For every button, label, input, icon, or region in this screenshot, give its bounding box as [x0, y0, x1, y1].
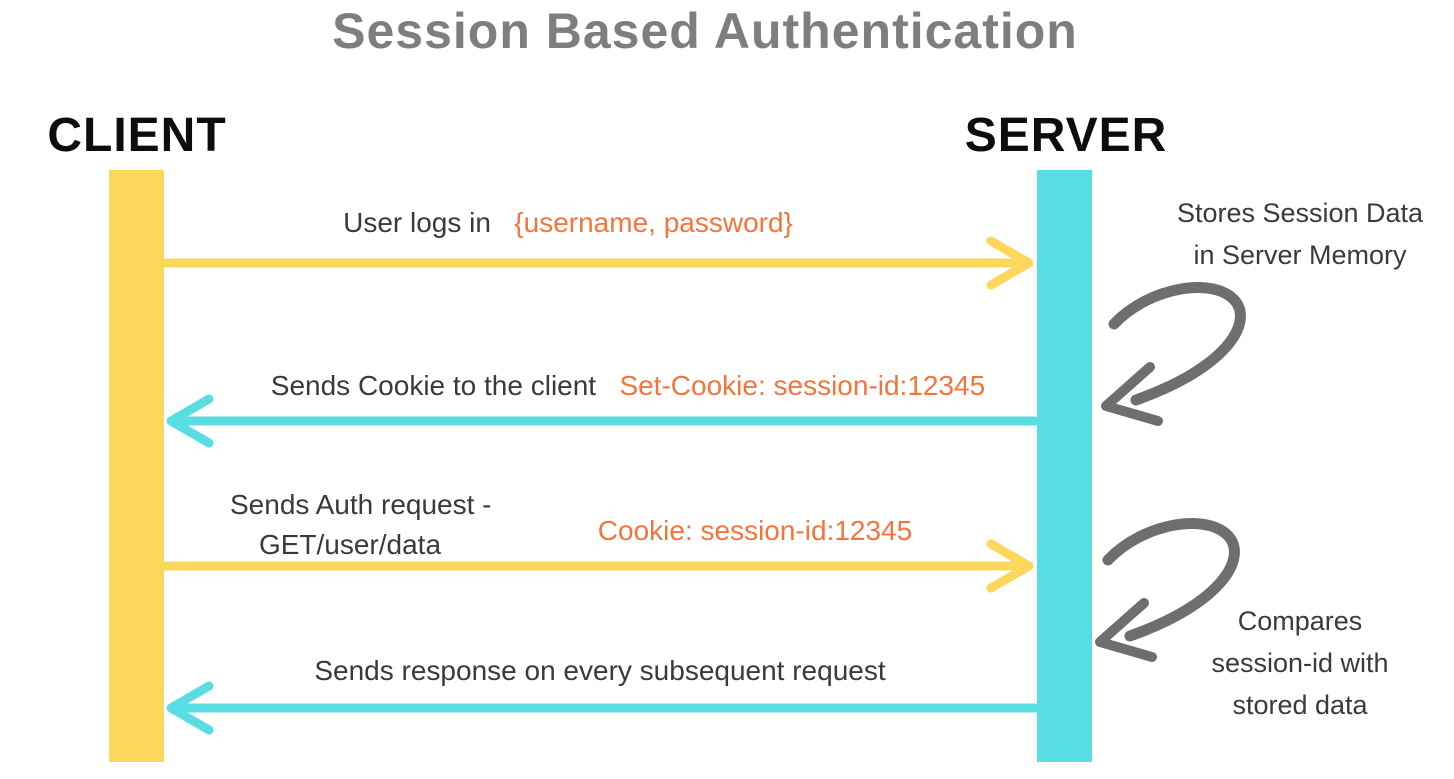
client-lifeline-bar: [109, 170, 164, 762]
message-3-arrow-right-icon: [163, 538, 1037, 594]
diagram-title: Session Based Authentication: [332, 3, 1078, 59]
message-2-text: Sends Cookie to the client: [270, 370, 597, 401]
note-stores-session-data: Stores Session Data in Server Memory: [1140, 192, 1454, 276]
server-lifeline-bar: [1037, 170, 1092, 762]
message-3-text-line2: GET/user/data: [258, 529, 442, 560]
message-2-code: Set-Cookie: session-id:12345: [619, 370, 986, 401]
message-3-code-label: Cookie: session-id:12345: [540, 515, 970, 547]
server-actor-label: SERVER: [964, 109, 1168, 162]
curved-arrow-icon: [1082, 508, 1252, 668]
note-2-line1: Compares: [1237, 606, 1363, 636]
message-2-arrow-left-icon: [163, 393, 1037, 449]
message-4-arrow-left-icon: [163, 680, 1037, 736]
message-3-label: Sends Auth request - GET/user/data: [230, 485, 492, 565]
note-1-line1: Stores Session Data: [1176, 198, 1424, 228]
message-1-label: User logs in {username, password}: [163, 207, 973, 239]
curved-arrow-icon: [1088, 272, 1258, 432]
message-1-arrow-right-icon: [163, 235, 1037, 291]
note-compares-session-id: Compares session-id with stored data: [1155, 600, 1445, 726]
message-4-label: Sends response on every subsequent reque…: [163, 655, 1037, 687]
message-3-text-line1: Sends Auth request -: [230, 489, 492, 520]
note-1-line2: in Server Memory: [1193, 240, 1407, 270]
message-1-text: User logs in: [343, 207, 491, 238]
note-2-line2: session-id with: [1211, 648, 1389, 678]
message-4-text: Sends response on every subsequent reque…: [314, 655, 886, 686]
message-1-code: {username, password}: [514, 207, 793, 238]
message-3-code: Cookie: session-id:12345: [597, 515, 913, 546]
message-2-label: Sends Cookie to the client Set-Cookie: s…: [163, 370, 1093, 402]
client-actor-label: CLIENT: [47, 109, 227, 162]
note-2-line3: stored data: [1232, 690, 1368, 720]
